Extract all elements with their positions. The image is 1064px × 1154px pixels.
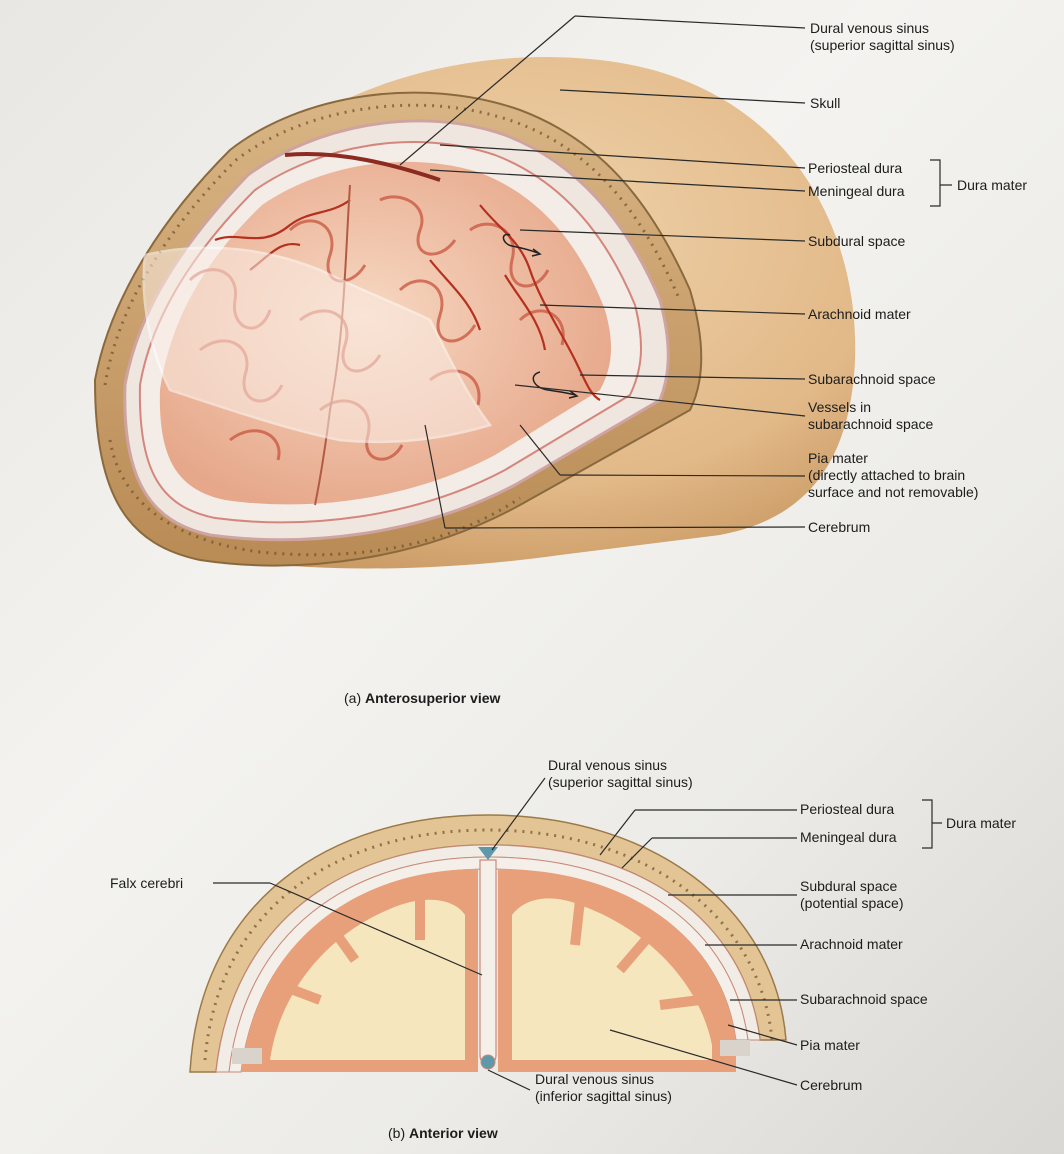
label-b-dural-sinus: Dural venous sinus (superior sagittal si… xyxy=(548,757,693,791)
caption-letter: (a) xyxy=(344,690,361,706)
label-a-periosteal-dura: Periosteal dura xyxy=(808,160,902,177)
caption-title: Anterosuperior view xyxy=(365,690,500,706)
label-b-dura-mater: Dura mater xyxy=(946,815,1016,832)
label-a-meningeal-dura: Meningeal dura xyxy=(808,183,905,200)
label-b-subarachnoid-space: Subarachnoid space xyxy=(800,991,928,1008)
label-b-falx-cerebri: Falx cerebri xyxy=(110,875,183,892)
label-text: (directly attached to brain xyxy=(808,467,978,484)
label-text: (superior sagittal sinus) xyxy=(810,37,955,54)
caption-title: Anterior view xyxy=(409,1125,498,1141)
label-b-pia-mater: Pia mater xyxy=(800,1037,860,1054)
label-text: surface and not removable) xyxy=(808,484,978,501)
label-a-subarachnoid-space: Subarachnoid space xyxy=(808,371,936,388)
label-b-subdural-space: Subdural space (potential space) xyxy=(800,878,904,912)
label-text: Pia mater xyxy=(808,450,978,467)
label-a-arachnoid-mater: Arachnoid mater xyxy=(808,306,911,323)
label-text: (inferior sagittal sinus) xyxy=(535,1088,672,1105)
caption-b: (b) Anterior view xyxy=(388,1125,498,1141)
label-b-periosteal-dura: Periosteal dura xyxy=(800,801,894,818)
label-text: Dural venous sinus xyxy=(535,1071,672,1088)
label-a-subdural-space: Subdural space xyxy=(808,233,905,250)
label-text: Dural venous sinus xyxy=(810,20,955,37)
label-text: (superior sagittal sinus) xyxy=(548,774,693,791)
label-a-dural-sinus: Dural venous sinus (superior sagittal si… xyxy=(810,20,955,54)
label-text: subarachnoid space xyxy=(808,416,933,433)
label-a-cerebrum: Cerebrum xyxy=(808,519,870,536)
label-a-vessels: Vessels in subarachnoid space xyxy=(808,399,933,433)
label-a-skull: Skull xyxy=(810,95,840,112)
label-a-pia-mater: Pia mater (directly attached to brain su… xyxy=(808,450,978,501)
caption-letter: (b) xyxy=(388,1125,405,1141)
label-b-cerebrum: Cerebrum xyxy=(800,1077,862,1094)
label-b-arachnoid-mater: Arachnoid mater xyxy=(800,936,903,953)
label-a-dura-mater: Dura mater xyxy=(957,177,1027,194)
caption-a: (a) Anterosuperior view xyxy=(344,690,500,706)
label-b-inferior-sinus: Dural venous sinus (inferior sagittal si… xyxy=(535,1071,672,1105)
label-text: (potential space) xyxy=(800,895,904,912)
label-text: Vessels in xyxy=(808,399,933,416)
label-text: Subdural space xyxy=(800,878,904,895)
label-b-meningeal-dura: Meningeal dura xyxy=(800,829,897,846)
falx-cerebri xyxy=(480,860,496,1065)
label-text: Dural venous sinus xyxy=(548,757,693,774)
